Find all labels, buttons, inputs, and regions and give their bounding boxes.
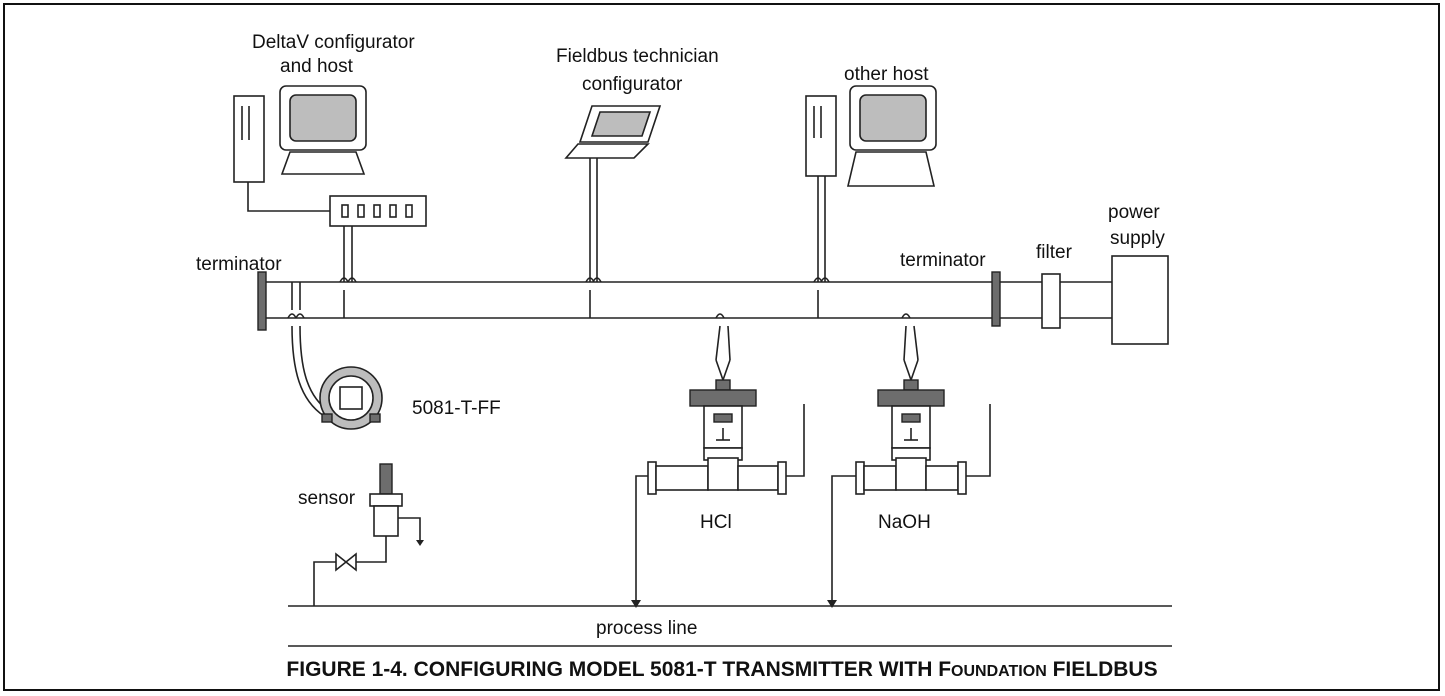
- technician-label-line2: configurator: [582, 74, 683, 95]
- sensor-label: sensor: [298, 488, 356, 509]
- terminator-left-label: terminator: [196, 254, 282, 275]
- hcl-label: HCl: [700, 512, 732, 533]
- terminator-right: [991, 271, 1001, 327]
- transmitter-label: 5081-T-FF: [412, 398, 501, 419]
- caption-part1: FIGURE 1-4. CONFIGURING MODEL 5081-T TRA…: [286, 658, 951, 681]
- filter-box: [1041, 273, 1061, 329]
- process-line: [288, 605, 1172, 647]
- caption-part2: OUNDATION: [951, 663, 1047, 680]
- deltav-label-line2: and host: [280, 56, 354, 77]
- caption-part3: FIELDBUS: [1047, 658, 1158, 681]
- other-keyboard: [846, 151, 936, 187]
- terminator-right-label: terminator: [900, 250, 986, 271]
- technician-laptop: [564, 105, 662, 318]
- power-label-line1: power: [1108, 202, 1160, 223]
- deltav-host: [233, 85, 427, 318]
- transmitter-5081: [287, 282, 383, 430]
- other-host-label: other host: [844, 64, 929, 85]
- power-supply-box: [1111, 255, 1169, 345]
- sensor: [313, 463, 424, 606]
- figure-frame: [3, 3, 1440, 691]
- other-host: [805, 85, 937, 318]
- filter-label: filter: [1036, 242, 1073, 263]
- naoh-valve: [827, 313, 991, 608]
- deltav-keyboard: [280, 151, 366, 175]
- process-line-label: process line: [596, 618, 697, 639]
- technician-label-line1: Fieldbus technician: [556, 46, 719, 67]
- power-label-line2: supply: [1110, 228, 1165, 249]
- terminator-left: [257, 271, 267, 331]
- laptop-base: [564, 143, 650, 159]
- naoh-label: NaOH: [878, 512, 931, 533]
- figure-caption: FIGURE 1-4. CONFIGURING MODEL 5081-T TRA…: [286, 658, 1157, 681]
- fieldbus-trunk: [257, 255, 1169, 345]
- deltav-label-line1: DeltaV configurator: [252, 32, 415, 53]
- hcl-valve: [631, 313, 805, 608]
